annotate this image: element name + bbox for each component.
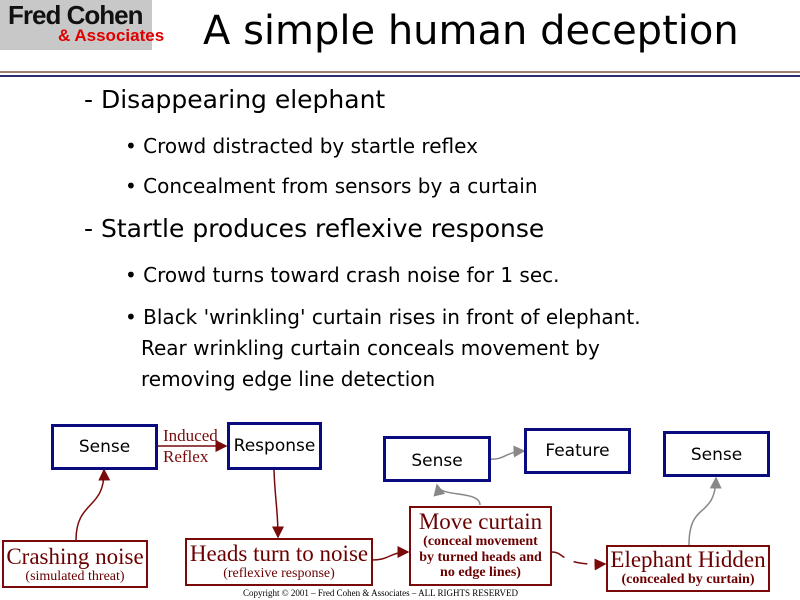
- divider: [0, 71, 800, 73]
- response-box: Response: [227, 422, 322, 470]
- bullet-2-2-cont: Rear wrinkling curtain conceals movement…: [141, 336, 600, 360]
- elephant-hidden-box: Elephant Hidden(concealed by curtain): [606, 545, 770, 592]
- arrow-sense-feature: [489, 445, 526, 460]
- bullet-1: - Disappearing elephant: [84, 85, 386, 114]
- logo-sub: & Associates: [58, 26, 165, 45]
- move-curtain-box: Move curtain (conceal movement by turned…: [409, 506, 552, 586]
- arrow-curtain-sense: [433, 483, 481, 506]
- logo-name: Fred Cohen: [8, 0, 143, 30]
- arrow-response-heads: [271, 469, 284, 539]
- arrow-hidden-sense: [688, 476, 722, 546]
- bullet-1-2: • Concealment from sensors by a curtain: [125, 174, 538, 198]
- bullet-2-1: • Crowd turns toward crash noise for 1 s…: [125, 263, 560, 287]
- slide-title: A simple human deception: [203, 8, 739, 54]
- arrow-heads-curtain: [371, 546, 410, 561]
- crashing-noise-box: Crashing noise(simulated threat): [2, 540, 148, 588]
- sense-box-1: Sense: [51, 424, 158, 470]
- sense-box-3: Sense: [663, 431, 770, 477]
- feature-box: Feature: [524, 428, 631, 474]
- bullet-1-1: • Crowd distracted by startle reflex: [125, 134, 478, 158]
- arrow-curtain-hidden: [551, 551, 607, 571]
- logo: Fred Cohen & Associates: [0, 0, 164, 50]
- bullet-2-2: • Black 'wrinkling' curtain rises in fro…: [125, 305, 641, 329]
- arrow-crash-sense: [75, 468, 111, 541]
- copyright: Copyright © 2001 – Fred Cohen & Associat…: [243, 588, 519, 598]
- bullet-2-2-cont: removing edge line detection: [141, 367, 436, 391]
- heads-turn-box: Heads turn to noise(reflexive response): [185, 538, 373, 586]
- divider: [0, 75, 800, 77]
- bullet-2: - Startle produces reflexive response: [84, 214, 545, 243]
- sense-box-2: Sense: [383, 436, 491, 482]
